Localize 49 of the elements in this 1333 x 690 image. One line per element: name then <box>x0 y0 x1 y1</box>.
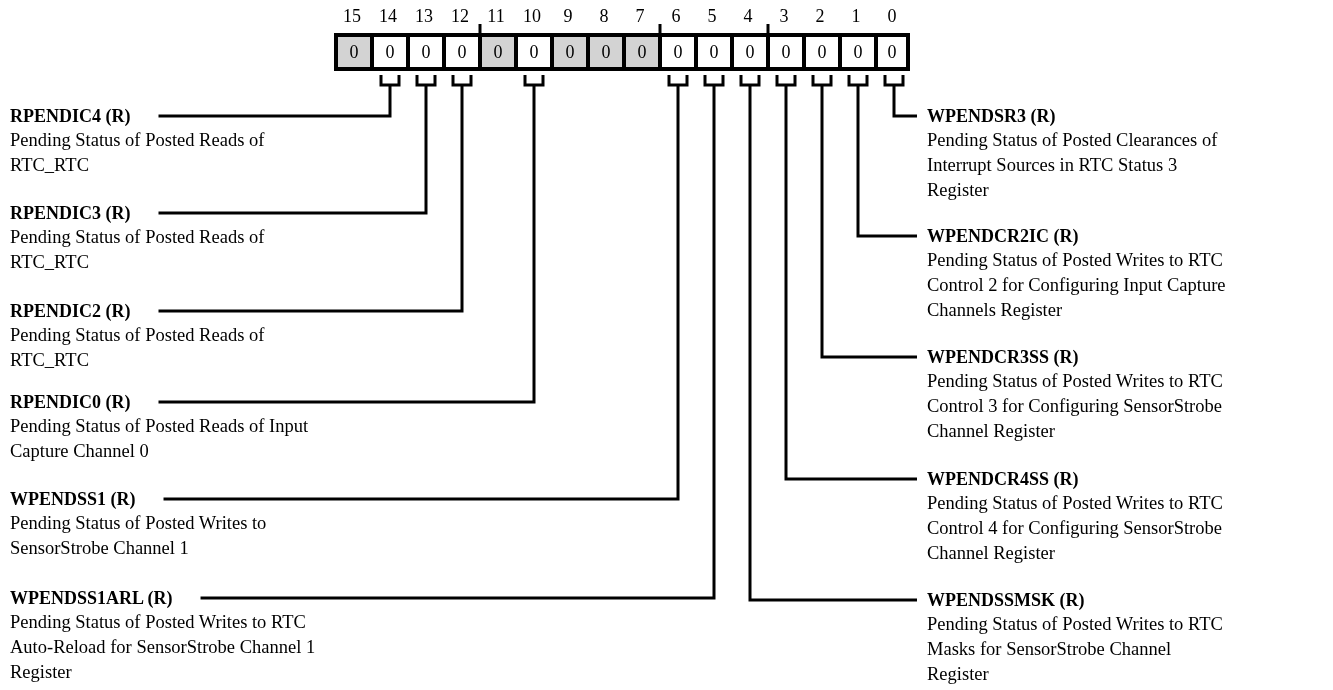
field-name: RPENDIC4 (R) <box>10 105 131 128</box>
bit-number: 11 <box>486 6 506 26</box>
field-description: Pending Status of Posted Reads of RTC_RTC <box>10 324 266 372</box>
bit-number: 4 <box>742 6 754 26</box>
bit-number: 10 <box>522 6 542 26</box>
bit-number: 13 <box>414 6 434 26</box>
leader-line <box>811 73 919 359</box>
field-name: RPENDIC3 (R) <box>10 202 131 225</box>
field-name: WPENDCR3SS (R) <box>927 346 1079 369</box>
field-description: Pending Status of Posted Reads of RTC_RTC <box>10 129 266 177</box>
leader-line <box>157 73 473 313</box>
field-name: WPENDCR2IC (R) <box>927 225 1079 248</box>
field-description: Pending Status of Posted Writes to SensorStrobe Channel 1 <box>10 512 268 560</box>
bit-number: 15 <box>342 6 362 26</box>
field-description: Pending Status of Posted Writes to RTC Control 3 for Configuring SensorStrobe Channel Register <box>927 370 1224 443</box>
field-description: Pending Status of Posted Writes to RTC Control 4 for Configuring SensorStrobe Channel Register <box>927 492 1224 565</box>
leader-line <box>157 73 545 404</box>
bit-number: 9 <box>562 6 574 26</box>
bit-number: 7 <box>634 6 646 26</box>
leader-line <box>739 73 919 602</box>
leader-line <box>157 73 437 215</box>
field-name: WPENDCR4SS (R) <box>927 468 1079 491</box>
field-description: Pending Status of Posted Reads of Input Capture Channel 0 <box>10 415 310 463</box>
bit-number: 5 <box>706 6 718 26</box>
field-name: WPENDSSMSK (R) <box>927 589 1085 612</box>
bit-number: 0 <box>886 6 898 26</box>
bit-number: 3 <box>778 6 790 26</box>
leader-line <box>775 73 919 481</box>
bit-number: 6 <box>670 6 682 26</box>
bit-number: 1 <box>850 6 862 26</box>
bit-number: 2 <box>814 6 826 26</box>
field-description: Pending Status of Posted Reads of RTC_RTC <box>10 226 266 274</box>
leader-line <box>199 73 725 600</box>
field-description: Pending Status of Posted Clearances of Interrupt Sources in RTC Status 3 Register <box>927 129 1219 202</box>
field-description: Pending Status of Posted Writes to RTC Auto-Reload for SensorStrobe Channel 1 Register <box>10 611 317 684</box>
leader-line <box>883 73 919 118</box>
bit-number: 8 <box>598 6 610 26</box>
field-description: Pending Status of Posted Writes to RTC Control 2 for Configuring Input Capture Channels Register <box>927 249 1227 322</box>
field-name: RPENDIC0 (R) <box>10 391 131 414</box>
field-name: RPENDIC2 (R) <box>10 300 131 323</box>
bit-number: 12 <box>450 6 470 26</box>
field-description: Pending Status of Posted Writes to RTC Masks for SensorStrobe Channel Register <box>927 613 1224 686</box>
leader-line <box>847 73 919 238</box>
field-name: WPENDSS1 (R) <box>10 488 136 511</box>
leader-line <box>162 73 689 501</box>
field-name: WPENDSS1ARL (R) <box>10 587 173 610</box>
field-name: WPENDSR3 (R) <box>927 105 1056 128</box>
leader-line <box>157 73 401 118</box>
bit-number: 14 <box>378 6 398 26</box>
